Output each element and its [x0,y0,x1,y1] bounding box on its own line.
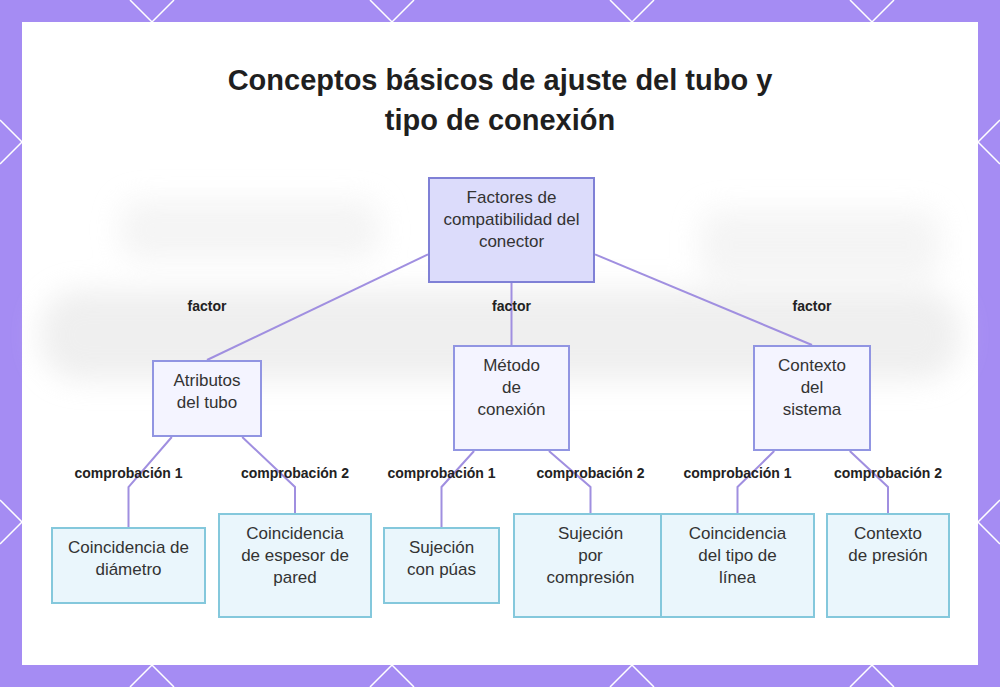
concept-box: Método de conexión [453,345,570,451]
concept-box: Sujeción por compresión [513,513,668,618]
edge-label: comprobación 2 [834,465,942,481]
box-text: Coincidencia del tipo de línea [682,523,794,589]
panel [22,22,978,665]
connector-line [850,451,888,513]
box-text: Atributos del tubo [162,370,252,414]
connector-line [549,451,591,513]
edge-label: comprobación 1 [74,465,182,481]
connector-line [595,254,812,345]
edge-label: factor [492,298,531,314]
edge-label: comprobación 2 [536,465,644,481]
concept-box: Contexto de presión [826,513,950,618]
concept-box: Atributos del tubo [152,360,262,437]
box-text: Coincidencia de espesor de pared [240,523,350,589]
concept-box: Sujeción con púas [383,527,500,604]
concept-box: Coincidencia del tipo de línea [660,513,815,618]
diagram-title: Conceptos básicos de ajuste del tubo y t… [225,60,775,140]
edge-label: comprobación 1 [683,465,791,481]
box-text: Coincidencia de diámetro [66,537,191,581]
edge-label: comprobación 2 [241,465,349,481]
box-text: Contexto del sistema [775,355,850,421]
box-text: Factores de compatibilidad del conector [437,187,587,253]
edge-label: factor [188,298,227,314]
box-text: Método de conexión [474,355,549,421]
concept-box: Coincidencia de espesor de pared [218,513,372,618]
connector-line [129,437,172,527]
concept-box: Factores de compatibilidad del conector [428,177,595,283]
connector-line [511,283,513,345]
box-text: Sujeción con púas [402,537,482,581]
concept-box: Contexto del sistema [753,345,871,451]
concept-box: Coincidencia de diámetro [51,527,206,604]
box-text: Contexto de presión [848,523,928,567]
box-text: Sujeción por compresión [546,523,636,589]
connector-line [738,451,775,513]
edge-label: factor [793,298,832,314]
edge-label: comprobación 1 [387,465,495,481]
connector-line [207,254,428,360]
connector-line [442,451,475,527]
